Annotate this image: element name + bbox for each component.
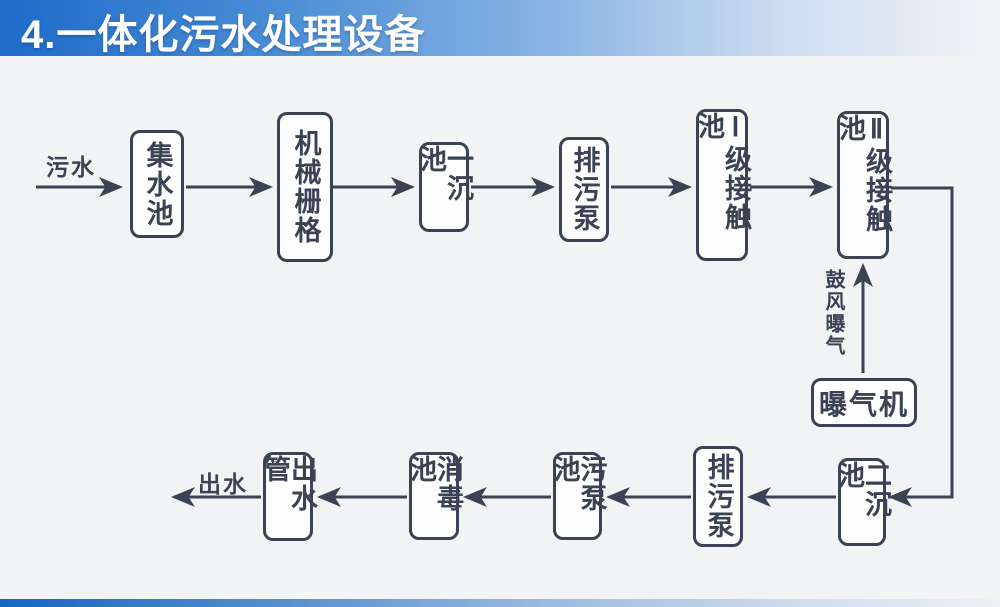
box-label: 污泵池 <box>549 455 607 513</box>
box-secondary-sedimentation: 二沉池 <box>834 458 891 546</box>
page-title: 4.一体化污水处理设备 <box>21 13 426 57</box>
box-primary-sedimentation: 一沉池 <box>416 142 473 232</box>
box-stage2-contact-tank: Ⅱ级接触池 <box>835 111 892 259</box>
box-label: 排污泵 <box>569 146 600 233</box>
box-label: Ⅰ级接触池 <box>694 112 751 232</box>
inflow-label: 污水 <box>46 154 96 180</box>
box-aerator: 曝气机 <box>811 378 917 427</box>
box-label: 一沉池 <box>416 145 473 203</box>
outflow-label: 出水 <box>198 471 248 497</box>
bottom-accent-strip <box>0 599 1000 607</box>
box-disinfection-tank: 消毒池 <box>406 452 463 540</box>
box-sludge-pump-tank: 污泵池 <box>549 452 607 540</box>
box-stage1-contact-tank: Ⅰ级接触池 <box>694 109 751 261</box>
box-outlet-pipe: 出水管 <box>260 452 317 541</box>
box-label: Ⅱ级接触池 <box>835 114 892 234</box>
slide-header: 4.一体化污水处理设备 <box>0 0 1000 57</box>
box-sewage-pump-bottom: 排污泵 <box>693 446 743 547</box>
box-label: 集水池 <box>142 140 173 228</box>
box-label: 出水管 <box>260 455 317 513</box>
box-mechanical-grid: 机械栅格 <box>277 112 333 262</box>
aeration-label: 鼓风曝气 <box>822 269 844 357</box>
box-label: 曝气机 <box>818 388 909 420</box>
box-label: 二沉池 <box>834 461 891 519</box>
box-label: 机械栅格 <box>290 129 321 245</box>
box-sewage-pump-top: 排污泵 <box>559 137 609 242</box>
box-label: 消毒池 <box>406 455 463 513</box>
connector-right-down <box>888 186 954 507</box>
box-label: 排污泵 <box>703 453 734 540</box>
box-collection-tank: 集水池 <box>130 130 184 238</box>
